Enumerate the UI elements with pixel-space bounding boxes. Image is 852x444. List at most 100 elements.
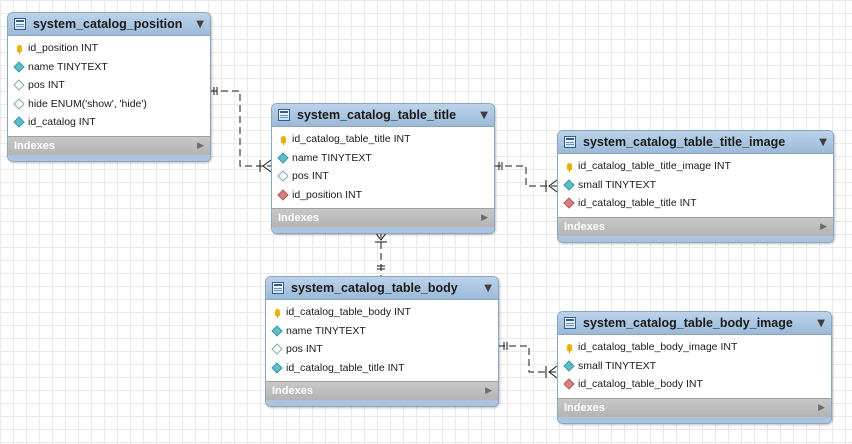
table-header[interactable]: system_catalog_table_body_image ▼ <box>558 312 831 335</box>
table-footer <box>558 235 833 242</box>
collapse-arrow-icon[interactable]: ▼ <box>484 282 492 294</box>
collapse-arrow-icon[interactable]: ▼ <box>196 18 204 30</box>
table-system-catalog-table-title[interactable]: system_catalog_table_title ▼ id_catalog_… <box>271 103 495 234</box>
indexes-bar[interactable]: Indexes ▶ <box>558 397 831 417</box>
column-row[interactable]: name TINYTEXT <box>272 149 494 168</box>
column-row[interactable]: id_catalog_table_title INT <box>266 359 498 378</box>
indexes-bar[interactable]: Indexes ▶ <box>272 208 494 227</box>
table-header[interactable]: system_catalog_table_title_image ▼ <box>558 131 833 154</box>
indexes-label: Indexes <box>278 212 319 224</box>
table-system-catalog-position[interactable]: system_catalog_position ▼ id_position IN… <box>7 12 211 162</box>
column-label: name TINYTEXT <box>286 324 366 337</box>
table-footer <box>266 400 498 406</box>
column-label: id_position INT <box>292 188 363 201</box>
column-row[interactable]: id_catalog INT <box>8 113 210 132</box>
column-label: hide ENUM('show', 'hide') <box>28 97 147 110</box>
indexes-bar[interactable]: Indexes ▶ <box>266 381 498 400</box>
nullable-column-icon <box>271 343 283 355</box>
column-list: id_position INT name TINYTEXT pos INT hi… <box>8 36 210 136</box>
column-diamond-icon <box>563 179 575 191</box>
column-label: pos INT <box>292 170 329 183</box>
table-icon <box>564 317 576 329</box>
column-diamond-icon <box>13 61 25 73</box>
relationship-body-body-image[interactable] <box>498 342 558 379</box>
relationship-title-title-image[interactable] <box>494 162 558 193</box>
collapse-arrow-icon[interactable]: ▼ <box>817 317 825 329</box>
nullable-column-icon <box>13 79 25 91</box>
column-row[interactable]: pos INT <box>8 76 210 95</box>
nullable-column-icon <box>277 170 289 182</box>
expand-arrow-icon[interactable]: ▶ <box>197 140 204 151</box>
column-label: id_catalog_table_body_image INT <box>578 341 738 354</box>
column-row[interactable]: id_catalog_table_body INT <box>558 375 831 394</box>
column-row[interactable]: id_position INT <box>272 186 494 205</box>
table-name: system_catalog_table_title_image <box>583 135 786 149</box>
column-row[interactable]: id_catalog_table_title INT <box>558 194 833 213</box>
table-header[interactable]: system_catalog_position ▼ <box>8 13 210 36</box>
column-row[interactable]: id_catalog_table_title_image INT <box>558 157 833 176</box>
column-label: name TINYTEXT <box>28 60 108 73</box>
relationship-position-title[interactable] <box>210 87 272 173</box>
table-system-catalog-table-title-image[interactable]: system_catalog_table_title_image ▼ id_ca… <box>557 130 834 243</box>
indexes-bar[interactable]: Indexes ▶ <box>558 216 833 236</box>
column-diamond-icon <box>277 152 289 164</box>
indexes-label: Indexes <box>564 220 605 233</box>
expand-arrow-icon[interactable]: ▶ <box>818 402 825 413</box>
column-row[interactable]: id_catalog_table_body INT <box>266 303 498 322</box>
column-list: id_catalog_table_body INT name TINYTEXT … <box>266 300 498 381</box>
table-icon <box>564 136 576 148</box>
expand-arrow-icon[interactable]: ▶ <box>481 213 488 223</box>
column-row[interactable]: hide ENUM('show', 'hide') <box>8 95 210 114</box>
table-name: system_catalog_position <box>33 17 183 31</box>
table-name: system_catalog_table_body_image <box>583 316 793 330</box>
primary-key-icon <box>13 44 25 54</box>
column-label: id_catalog_table_title INT <box>578 197 697 210</box>
column-row[interactable]: small TINYTEXT <box>558 357 831 376</box>
collapse-arrow-icon[interactable]: ▼ <box>819 136 827 148</box>
column-label: id_catalog_table_body INT <box>286 306 411 319</box>
indexes-label: Indexes <box>564 401 605 414</box>
expand-arrow-icon[interactable]: ▶ <box>820 221 827 232</box>
indexes-label: Indexes <box>14 139 55 152</box>
table-system-catalog-table-body-image[interactable]: system_catalog_table_body_image ▼ id_cat… <box>557 311 832 424</box>
column-diamond-icon <box>271 325 283 337</box>
column-row[interactable]: name TINYTEXT <box>8 58 210 77</box>
column-label: name TINYTEXT <box>292 151 372 164</box>
column-row[interactable]: small TINYTEXT <box>558 176 833 195</box>
column-label: small TINYTEXT <box>578 359 656 372</box>
table-system-catalog-table-body[interactable]: system_catalog_table_body ▼ id_catalog_t… <box>265 276 499 407</box>
column-row[interactable]: name TINYTEXT <box>266 322 498 341</box>
column-row[interactable]: id_catalog_table_title INT <box>272 130 494 149</box>
primary-key-icon <box>563 343 575 353</box>
expand-arrow-icon[interactable]: ▶ <box>485 386 492 396</box>
indexes-label: Indexes <box>272 385 313 397</box>
foreign-key-icon <box>563 378 575 390</box>
table-header[interactable]: system_catalog_table_title ▼ <box>272 104 494 127</box>
column-row[interactable]: pos INT <box>266 340 498 359</box>
column-label: small TINYTEXT <box>578 178 656 191</box>
column-diamond-icon <box>563 360 575 372</box>
column-label: id_catalog_table_title_image INT <box>578 160 731 173</box>
relationship-title-body[interactable] <box>374 231 388 276</box>
collapse-arrow-icon[interactable]: ▼ <box>480 109 488 121</box>
column-label: id_catalog INT <box>28 116 96 129</box>
column-row[interactable]: pos INT <box>272 167 494 186</box>
column-label: pos INT <box>28 79 65 92</box>
primary-key-icon <box>271 308 283 318</box>
column-list: id_catalog_table_title INT name TINYTEXT… <box>272 127 494 208</box>
foreign-key-icon <box>277 189 289 201</box>
column-row[interactable]: id_position INT <box>8 39 210 58</box>
table-name: system_catalog_table_body <box>291 281 458 295</box>
table-header[interactable]: system_catalog_table_body ▼ <box>266 277 498 300</box>
column-label: pos INT <box>286 343 323 356</box>
column-label: id_position INT <box>28 42 99 55</box>
column-label: id_catalog_table_title INT <box>286 361 405 374</box>
table-footer <box>8 154 210 161</box>
column-list: id_catalog_table_title_image INT small T… <box>558 154 833 217</box>
table-footer <box>272 227 494 233</box>
column-label: id_catalog_table_body INT <box>578 378 703 391</box>
foreign-key-icon <box>563 197 575 209</box>
column-list: id_catalog_table_body_image INT small TI… <box>558 335 831 398</box>
indexes-bar[interactable]: Indexes ▶ <box>8 135 210 155</box>
column-row[interactable]: id_catalog_table_body_image INT <box>558 338 831 357</box>
